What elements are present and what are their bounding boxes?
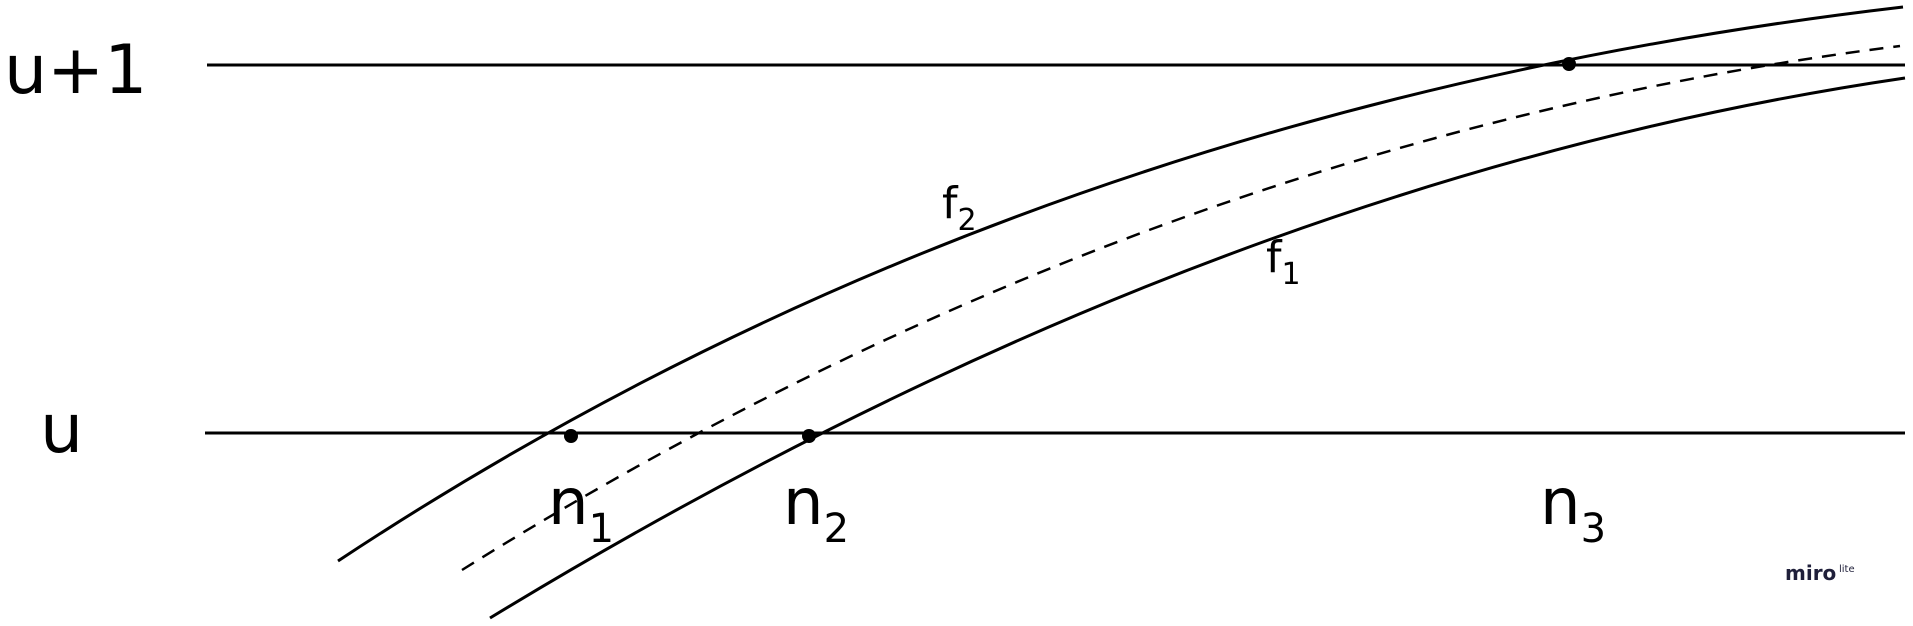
curve-f2 <box>337 5 1904 563</box>
curve-f1 <box>489 76 1906 620</box>
curve-f1-label: f1 <box>1266 232 1301 292</box>
watermark-logo: miro <box>1785 561 1836 585</box>
point-n1-dot <box>564 429 578 443</box>
point-n2-label: n2 <box>783 466 849 552</box>
point-n3-label: n3 <box>1540 466 1606 552</box>
lower-level-label: u <box>40 390 83 469</box>
curve-f2-label: f2 <box>942 178 977 238</box>
point-n2-dot <box>802 429 816 443</box>
upper-level-label: u+1 <box>4 31 147 110</box>
point-n1-label: n1 <box>548 466 614 552</box>
curve-dashed <box>461 44 1901 572</box>
watermark-sub: lite <box>1839 564 1855 575</box>
point-n3-dot <box>1562 57 1576 71</box>
